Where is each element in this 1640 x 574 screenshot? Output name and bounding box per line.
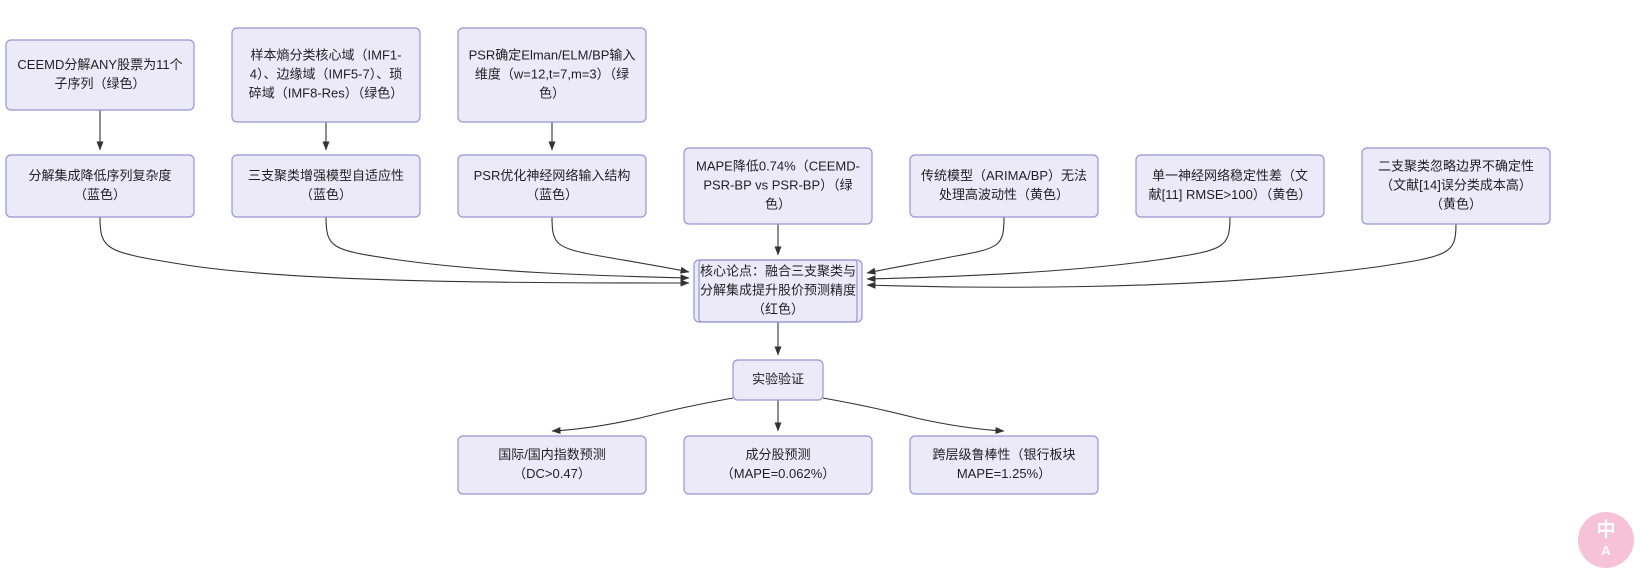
two-way-clustering-boundary-node-label-line-0: 二支聚类忽略边界不确定性 bbox=[1378, 158, 1534, 173]
mape-reduction-node-box bbox=[683, 147, 873, 225]
cross-level-robustness-node-label-line-0: 跨层级鲁棒性（银行板块 bbox=[932, 447, 1075, 462]
edge-n4-to-n11 bbox=[99, 216, 690, 287]
index-forecast-node[interactable]: 国际/国内指数预测 （DC>0.47） bbox=[457, 435, 647, 495]
psr-input-dimension-node-label-line-2: 色） bbox=[539, 85, 565, 100]
index-forecast-node-label-line-0: 国际/国内指数预测 bbox=[498, 447, 606, 462]
index-forecast-node-label-line-1: （DC>0.47） bbox=[513, 466, 591, 481]
mape-reduction-node-label-line-2: 色） bbox=[765, 196, 791, 211]
core-thesis-node-label-line-1: 分解集成提升股价预测精度 bbox=[700, 282, 856, 297]
single-network-instability-node-label-line-1: 献[11] RMSE>100）（黄色） bbox=[1149, 187, 1312, 202]
ceemd-decompose-node-label-line-1: 子序列（绿色） bbox=[54, 76, 145, 91]
mape-reduction-node-label-line-1: PSR-BP vs PSR-BP）（绿 bbox=[703, 177, 852, 192]
sample-entropy-classification-node-box bbox=[231, 27, 421, 123]
three-way-clustering-adaptivity-node-label-line-1: （蓝色） bbox=[300, 187, 352, 202]
constituent-stock-forecast-node-box bbox=[683, 435, 873, 495]
watermark-line1: 中 bbox=[1596, 520, 1616, 541]
psr-optimize-network-node[interactable]: PSR优化神经网络输入结构 （蓝色） bbox=[457, 154, 647, 218]
psr-optimize-network-node-label-line-0: PSR优化神经网络输入结构 bbox=[474, 168, 631, 183]
psr-input-dimension-node-label-line-1: 维度（w=12,t=7,m=3）（绿 bbox=[475, 66, 629, 81]
experimental-validation-node-label-line-0: 实验验证 bbox=[752, 371, 804, 386]
psr-optimize-network-node-label-line-1: （蓝色） bbox=[526, 187, 578, 202]
edges-layer bbox=[96, 110, 1457, 435]
watermark-line2: A bbox=[1601, 543, 1611, 558]
edge-n5-to-n11 bbox=[325, 216, 690, 282]
decompose-reduce-complexity-node-box bbox=[5, 154, 195, 218]
sample-entropy-classification-node[interactable]: 样本熵分类核心域（IMF1- 4）、边缘域（IMF5-7）、琐碎域（IMF8-Re… bbox=[231, 27, 421, 123]
single-network-instability-node-label-line-0: 单一神经网络稳定性差（文 bbox=[1152, 168, 1308, 183]
cross-level-robustness-node[interactable]: 跨层级鲁棒性（银行板块 MAPE=1.25%） bbox=[909, 435, 1099, 495]
two-way-clustering-boundary-node[interactable]: 二支聚类忽略边界不确定性 （文献[14]误分类成本高） （黄色） bbox=[1361, 147, 1551, 225]
sample-entropy-classification-node-label-line-0: 样本熵分类核心域（IMF1- bbox=[251, 47, 402, 62]
ceemd-decompose-node-box bbox=[5, 39, 195, 111]
edge-n10-to-n11 bbox=[866, 223, 1457, 289]
experimental-validation-node[interactable]: 实验验证 bbox=[732, 359, 824, 401]
single-network-instability-node-box bbox=[1135, 154, 1325, 218]
edge-n8-to-n11 bbox=[866, 216, 1005, 275]
three-way-clustering-adaptivity-node[interactable]: 三支聚类增强模型自适应性 （蓝色） bbox=[231, 154, 421, 218]
watermark-glyph: 中 A bbox=[1596, 521, 1615, 559]
decompose-reduce-complexity-node[interactable]: 分解集成降低序列复杂度 （蓝色） bbox=[5, 154, 195, 218]
mape-reduction-node[interactable]: MAPE降低0.74%（CEEMD- PSR-BP vs PSR-BP）（绿色） bbox=[683, 147, 873, 225]
edge-n12-to-n13 bbox=[551, 397, 734, 435]
two-way-clustering-boundary-node-label-line-1: （文献[14]误分类成本高） bbox=[1380, 177, 1532, 192]
watermark-badge: 中 A bbox=[1578, 512, 1634, 568]
three-way-clustering-adaptivity-node-label-line-0: 三支聚类增强模型自适应性 bbox=[248, 168, 404, 183]
three-way-clustering-adaptivity-node-box bbox=[231, 154, 421, 218]
decompose-reduce-complexity-node-label-line-0: 分解集成降低序列复杂度 bbox=[28, 168, 171, 183]
core-thesis-node-inner-box bbox=[698, 259, 858, 323]
psr-optimize-network-node-box bbox=[457, 154, 647, 218]
sample-entropy-classification-node-label-line-1: 4）、边缘域（IMF5-7）、琐 bbox=[250, 66, 402, 81]
cross-level-robustness-node-box bbox=[909, 435, 1099, 495]
sample-entropy-classification-node-label-line-2: 碎域（IMF8-Res）（绿色） bbox=[249, 85, 404, 100]
traditional-model-limitation-node-box bbox=[909, 154, 1099, 218]
decompose-reduce-complexity-node-label-line-1: （蓝色） bbox=[74, 187, 126, 202]
constituent-stock-forecast-node-label-line-0: 成分股预测 bbox=[745, 447, 810, 462]
two-way-clustering-boundary-node-box bbox=[1361, 147, 1551, 225]
constituent-stock-forecast-node[interactable]: 成分股预测 （MAPE=0.062%） bbox=[683, 435, 873, 495]
ceemd-decompose-node-label-line-0: CEEMD分解ANY股票为11个 bbox=[17, 57, 182, 72]
psr-input-dimension-node-label-line-0: PSR确定Elman/ELM/BP输入 bbox=[469, 47, 636, 62]
traditional-model-limitation-node-label-line-0: 传统模型（ARIMA/BP）无法 bbox=[921, 168, 1087, 183]
psr-input-dimension-node-box bbox=[457, 27, 647, 123]
constituent-stock-forecast-node-label-line-1: （MAPE=0.062%） bbox=[721, 466, 836, 481]
traditional-model-limitation-node-label-line-1: 处理高波动性（黄色） bbox=[939, 187, 1069, 202]
single-network-instability-node[interactable]: 单一神经网络稳定性差（文献[11] RMSE>100）（黄色） bbox=[1135, 154, 1325, 218]
two-way-clustering-boundary-node-label-line-2: （黄色） bbox=[1430, 196, 1482, 211]
cross-level-robustness-node-label-line-1: MAPE=1.25%） bbox=[957, 466, 1051, 481]
core-thesis-node-label-line-2: （红色） bbox=[752, 301, 804, 316]
index-forecast-node-box bbox=[457, 435, 647, 495]
edge-n6-to-n11 bbox=[551, 216, 690, 274]
mape-reduction-node-label-line-0: MAPE降低0.74%（CEEMD- bbox=[696, 158, 860, 173]
edge-n12-to-n15 bbox=[822, 397, 1005, 435]
edge-n9-to-n11 bbox=[866, 216, 1231, 283]
core-thesis-node-label-line-0: 核心论点：融合三支聚类与 bbox=[700, 263, 856, 278]
experimental-validation-node-box bbox=[732, 359, 824, 401]
